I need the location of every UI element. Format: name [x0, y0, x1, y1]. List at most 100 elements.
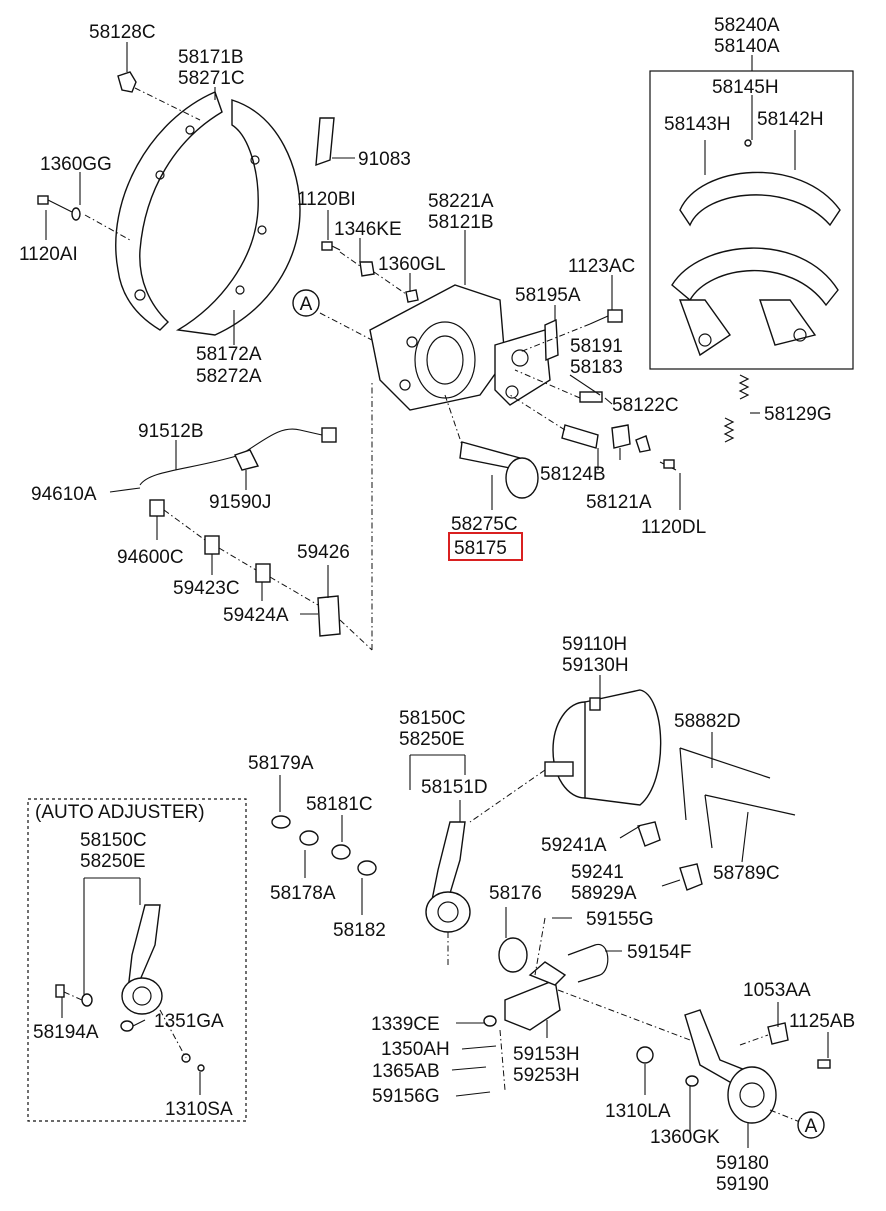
chamber-bracket-part — [636, 1009, 831, 1124]
ref-circle-a-bottom: A — [797, 1111, 825, 1139]
hose-58882d-part — [679, 747, 796, 849]
label-58151d: 58151D — [421, 777, 488, 798]
label-58194a: 58194A — [33, 1022, 99, 1043]
label-58145h: 58145H — [712, 77, 779, 98]
label-59180: 59180 — [716, 1153, 769, 1174]
ref-circle-a-top: A — [292, 289, 320, 317]
pin-58124b-part — [561, 424, 631, 449]
label-58150c-auto: 58150C — [80, 830, 147, 851]
label-58171b: 58171B — [178, 47, 244, 68]
washers-part — [271, 815, 377, 876]
fittings-59241-part — [637, 821, 703, 891]
label-58142h: 58142H — [757, 109, 824, 130]
label-1365ab: 1365AB — [372, 1061, 440, 1082]
label-1360gk: 1360GK — [650, 1127, 720, 1148]
dust-shield-part — [115, 91, 301, 336]
label-58929a: 58929A — [571, 883, 637, 904]
label-1360gg: 1360GG — [40, 154, 112, 175]
label-58121a: 58121A — [586, 492, 652, 513]
camshaft-58175-part — [459, 441, 539, 499]
abs-sensor-part — [139, 427, 341, 637]
label-1120bi: 1120BI — [297, 189, 356, 210]
bracket-59153h-part — [483, 961, 567, 1031]
ref-a-top-label: A — [300, 294, 313, 315]
highlight-box-58175 — [448, 532, 523, 561]
label-59154f: 59154F — [627, 942, 691, 963]
brake-shoe-part — [649, 70, 854, 370]
label-58128c: 58128C — [89, 22, 156, 43]
label-58129g: 58129G — [764, 404, 832, 425]
label-58176: 58176 — [489, 883, 542, 904]
label-91590j: 91590J — [209, 492, 271, 513]
label-58183: 58183 — [570, 357, 623, 378]
label-59241a: 59241A — [541, 835, 607, 856]
label-1125ab: 1125AB — [789, 1011, 855, 1032]
label-58175: 58175 — [454, 538, 507, 559]
label-1346ke: 1346KE — [334, 219, 402, 240]
label-58122c: 58122C — [612, 395, 679, 416]
label-1120dl: 1120DL — [641, 517, 706, 538]
pin-58191-part — [579, 391, 603, 403]
label-59424a: 59424A — [223, 605, 289, 626]
label-59153h: 59153H — [513, 1044, 580, 1065]
label-94600c: 94600C — [117, 547, 184, 568]
label-58124b: 58124B — [540, 464, 606, 485]
ubolt-59154f-part — [567, 944, 609, 983]
bracket-91083-part — [315, 117, 335, 167]
label-58178a: 58178A — [270, 883, 336, 904]
air-chamber-part — [544, 689, 662, 806]
label-59426: 59426 — [297, 542, 350, 563]
label-59155g: 59155G — [586, 909, 654, 930]
label-91512b: 91512B — [138, 421, 204, 442]
label-58182: 58182 — [333, 920, 386, 941]
label-auto-adjuster: (AUTO ADJUSTER) — [35, 802, 205, 823]
bolts-1120bi-part — [321, 241, 419, 303]
label-1339ce: 1339CE — [371, 1014, 440, 1035]
label-59156g: 59156G — [372, 1086, 440, 1107]
label-58140a: 58140A — [714, 36, 780, 57]
label-58789c: 58789C — [713, 863, 780, 884]
label-59110h: 59110H — [562, 634, 627, 655]
label-94610a: 94610A — [31, 484, 97, 505]
label-1310la: 1310LA — [605, 1101, 671, 1122]
label-59253h: 59253H — [513, 1065, 580, 1086]
label-1053aa: 1053AA — [743, 980, 811, 1001]
bolt-1120ai-part — [37, 195, 81, 221]
slack-adjuster-part — [425, 821, 471, 933]
leader-lines — [45, 42, 829, 1148]
label-59241: 59241 — [571, 862, 624, 883]
label-58240a: 58240A — [714, 15, 780, 36]
ref-a-bottom-label: A — [805, 1116, 818, 1137]
label-58121b: 58121B — [428, 212, 494, 233]
label-1310sa: 1310SA — [165, 1099, 233, 1120]
label-58150c: 58150C — [399, 708, 466, 729]
label-59130h: 59130H — [562, 655, 629, 676]
label-1360gl: 1360GL — [378, 254, 446, 275]
label-58275c: 58275C — [451, 514, 518, 535]
ring-58176-part — [498, 937, 528, 973]
bolt-1123ac-part — [589, 309, 623, 325]
label-58143h: 58143H — [664, 114, 731, 135]
clip-58128c-part — [117, 71, 137, 93]
label-59190: 59190 — [716, 1174, 769, 1195]
label-58250e: 58250E — [399, 729, 465, 750]
label-59423c: 59423C — [173, 578, 240, 599]
label-58195a: 58195A — [515, 285, 581, 306]
label-58882d: 58882D — [674, 711, 741, 732]
plate-58195a-part — [544, 318, 559, 362]
label-58272a: 58272A — [196, 366, 262, 387]
label-1351ga: 1351GA — [154, 1011, 224, 1032]
label-58221a: 58221A — [428, 191, 494, 212]
auto-adjuster-part — [27, 798, 247, 1122]
label-58250e-auto: 58250E — [80, 851, 146, 872]
label-58172a: 58172A — [196, 344, 262, 365]
label-58181c: 58181C — [306, 794, 373, 815]
assembly-dashed-lines — [63, 87, 801, 1123]
label-58271c: 58271C — [178, 68, 245, 89]
label-58191: 58191 — [570, 336, 623, 357]
label-91083: 91083 — [358, 149, 411, 170]
anchor-bracket-part — [369, 284, 551, 411]
label-1123ac: 1123AC — [568, 256, 635, 277]
part-labels: 58128C 58171B 58271C 1360GG 1120AI 58172… — [19, 15, 855, 1195]
